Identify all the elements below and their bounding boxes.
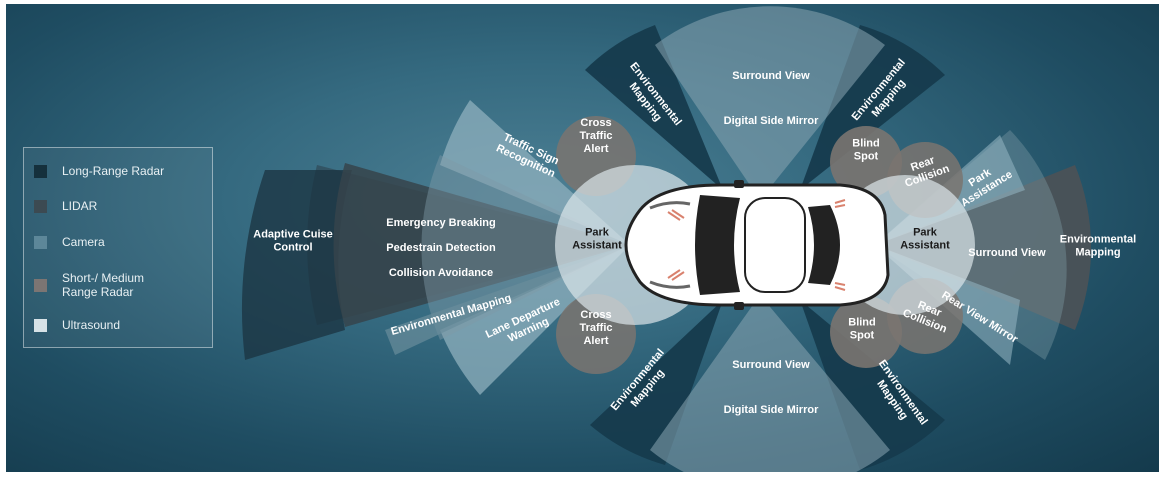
label-emergency-breaking: Emergency Breaking [386,217,495,229]
label-surround-view-bottom: Surround View [732,359,810,371]
car-illustration [624,180,890,310]
legend-item-ultrasound: Ultrasound [34,318,120,332]
label-collision-avoidance: Collision Avoidance [389,267,493,279]
legend-swatch [34,235,47,249]
bottom-env-mapping-left-zone [590,300,723,465]
legend: Long-Range Radar LIDAR Camera Short-/ Me… [23,147,213,348]
label-digital-mirror-bottom: Digital Side Mirror [724,404,819,416]
legend-item-long-range-radar: Long-Range Radar [34,164,164,178]
top-env-mapping-left-zone [585,25,723,190]
rear-lidar-zone [875,165,1092,330]
legend-swatch [34,318,47,332]
label-digital-mirror-top: Digital Side Mirror [724,115,819,127]
legend-label: Ultrasound [62,318,121,332]
legend-item-camera: Camera [34,235,105,249]
legend-label: Camera [62,235,105,249]
adaptive-cruise-zone [241,170,352,360]
legend-label: Long-Range Radar [62,164,165,178]
front-camera-zone [421,155,630,340]
legend-swatch [34,164,47,178]
legend-item-lidar: LIDAR [34,199,97,213]
legend-label: Short-/ Medium Range Radar [62,271,145,299]
legend-swatch [34,199,47,213]
front-lidar-zone [333,163,630,327]
legend-item-short-medium-radar: Short-/ Medium Range Radar [34,271,144,299]
bottom-surround-view-zone [650,295,890,472]
label-surround-view-top: Surround View [732,70,810,82]
top-surround-view-zone [655,6,885,201]
label-surround-view-rear: Surround View [968,247,1046,259]
label-pedestrian-detection: Pedestrain Detection [386,242,496,254]
blind-spot-bottom-radar [830,296,902,368]
legend-swatch [34,278,47,292]
legend-label: LIDAR [62,199,98,213]
